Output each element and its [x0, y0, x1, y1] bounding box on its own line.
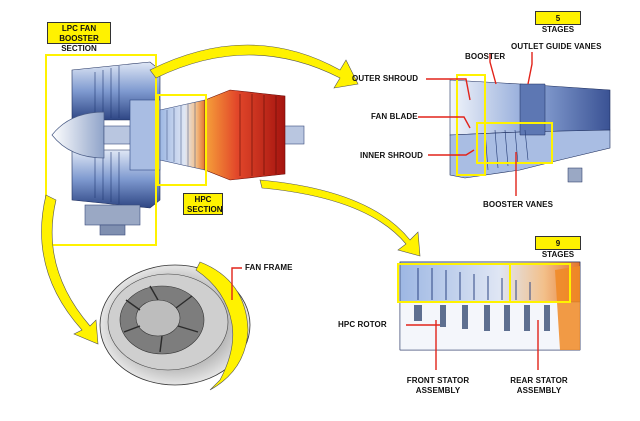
hpc-outline: [157, 94, 207, 186]
lpc-section-label: LPC FAN BOOSTER SECTION: [47, 22, 111, 53]
callout-outer-shroud: [426, 78, 471, 101]
fan-frame-label: FAN FRAME: [245, 263, 293, 272]
outlet-guide-vanes-label: OUTLET GUIDE VANES: [511, 42, 602, 51]
booster-detail: [449, 79, 611, 183]
hpc-detail: [399, 261, 581, 351]
booster-label: BOOSTER: [465, 52, 506, 61]
callout-fan-blade: [418, 116, 471, 129]
front-stator-assembly-label: FRONT STATOR ASSEMBLY: [406, 376, 470, 395]
arrow-to-fan-frame: [41, 194, 99, 345]
five-stages-badge: 5 STAGES: [535, 11, 581, 34]
callout-outlet-guide-vanes: [527, 52, 533, 85]
fan-frame-illustration: [99, 261, 251, 391]
arrows: [41, 44, 421, 345]
arrow-to-booster: [149, 44, 359, 89]
fan-blade-outline: [456, 74, 486, 176]
callout-lines: [231, 52, 539, 370]
arrow-to-hpc: [259, 179, 421, 257]
rear-stator-assembly-label: REAR STATOR ASSEMBLY: [510, 376, 568, 395]
hpc-rotor-label: HPC ROTOR: [338, 320, 387, 329]
outer-shroud-label: OUTER SHROUD: [352, 74, 419, 83]
callout-booster: [489, 54, 497, 85]
callout-fan-frame: [231, 267, 242, 300]
nine-stages-badge: 9 STAGES: [535, 236, 581, 259]
fan-blade-label: FAN BLADE: [371, 112, 418, 121]
lpc-outline: [45, 54, 157, 246]
booster-vane-outline: [476, 122, 553, 164]
inner-shroud-label: INNER SHROUD: [360, 151, 423, 160]
rear-stator-outline: [509, 263, 571, 303]
hpc-section-label: HPC SECTION: [183, 193, 223, 215]
booster-vanes-label: BOOSTER VANES: [483, 200, 554, 209]
callout-inner-shroud: [428, 149, 475, 156]
engine-cutaway: [51, 61, 305, 236]
